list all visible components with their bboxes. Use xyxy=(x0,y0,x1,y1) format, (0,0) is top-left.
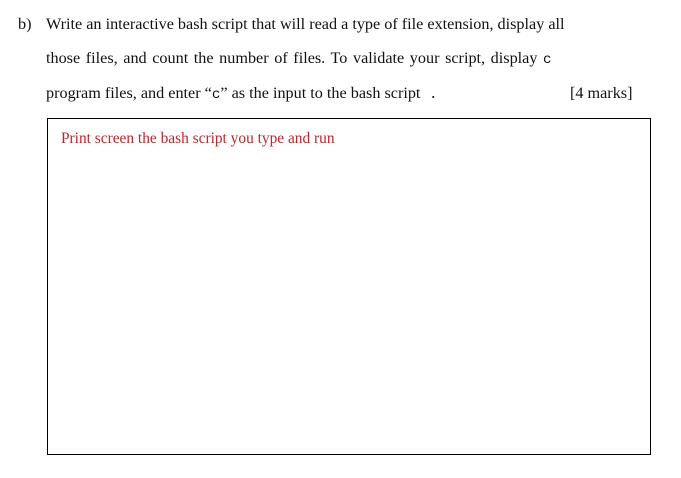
answer-box[interactable]: Print screen the bash script you type an… xyxy=(47,118,651,455)
question-line-2: those files, and count the number of fil… xyxy=(46,50,652,67)
question-marker: b) xyxy=(18,15,32,33)
answer-hint-text: Print screen the bash script you type an… xyxy=(61,130,335,147)
question-line-3: program files, and enter “c” as the inpu… xyxy=(46,85,652,102)
question-line-2-text: those files, and count the number of fil… xyxy=(46,49,544,67)
question-line-3-code-end: . xyxy=(420,87,438,103)
question-line-3-text-before: program files, and enter “ xyxy=(46,84,212,102)
question-line-1: Write an interactive bash script that wi… xyxy=(46,15,565,33)
question-line-2-code: c xyxy=(543,52,552,68)
question-line-3-text-middle: ” as the input to the bash script xyxy=(220,84,421,102)
question-marks-label: [4 marks] xyxy=(570,84,633,102)
question-line-3-code: c xyxy=(211,87,221,103)
